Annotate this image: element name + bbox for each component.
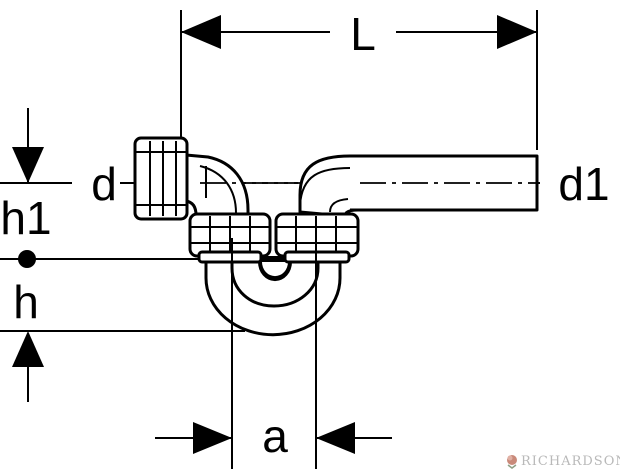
label-d: d xyxy=(91,158,117,210)
dimension-L: L xyxy=(180,8,538,150)
dimension-a: a xyxy=(155,238,392,469)
rose-icon xyxy=(507,455,517,469)
arrowhead-down xyxy=(12,147,44,183)
label-a: a xyxy=(262,410,288,462)
label-d1: d1 xyxy=(558,158,609,210)
u-bend xyxy=(204,254,342,337)
arrowhead-right-a xyxy=(193,422,232,454)
label-h: h xyxy=(13,276,39,328)
outlet-pipe xyxy=(298,154,539,224)
siphon xyxy=(133,136,539,337)
watermark-brand: RICHARDSON xyxy=(521,454,620,469)
arrowhead-left xyxy=(181,15,221,49)
watermark: RICHARDSON xyxy=(507,454,620,469)
dimension-h1: h1 xyxy=(0,108,72,244)
inlet-elbow xyxy=(184,153,250,217)
label-L: L xyxy=(350,8,376,60)
arrowhead-up xyxy=(12,331,44,367)
dimension-h: h xyxy=(0,250,245,402)
label-h1: h1 xyxy=(0,192,51,244)
arrowhead-left-a xyxy=(316,422,355,454)
inlet-nut xyxy=(133,136,189,221)
arrowhead-right xyxy=(497,15,537,49)
